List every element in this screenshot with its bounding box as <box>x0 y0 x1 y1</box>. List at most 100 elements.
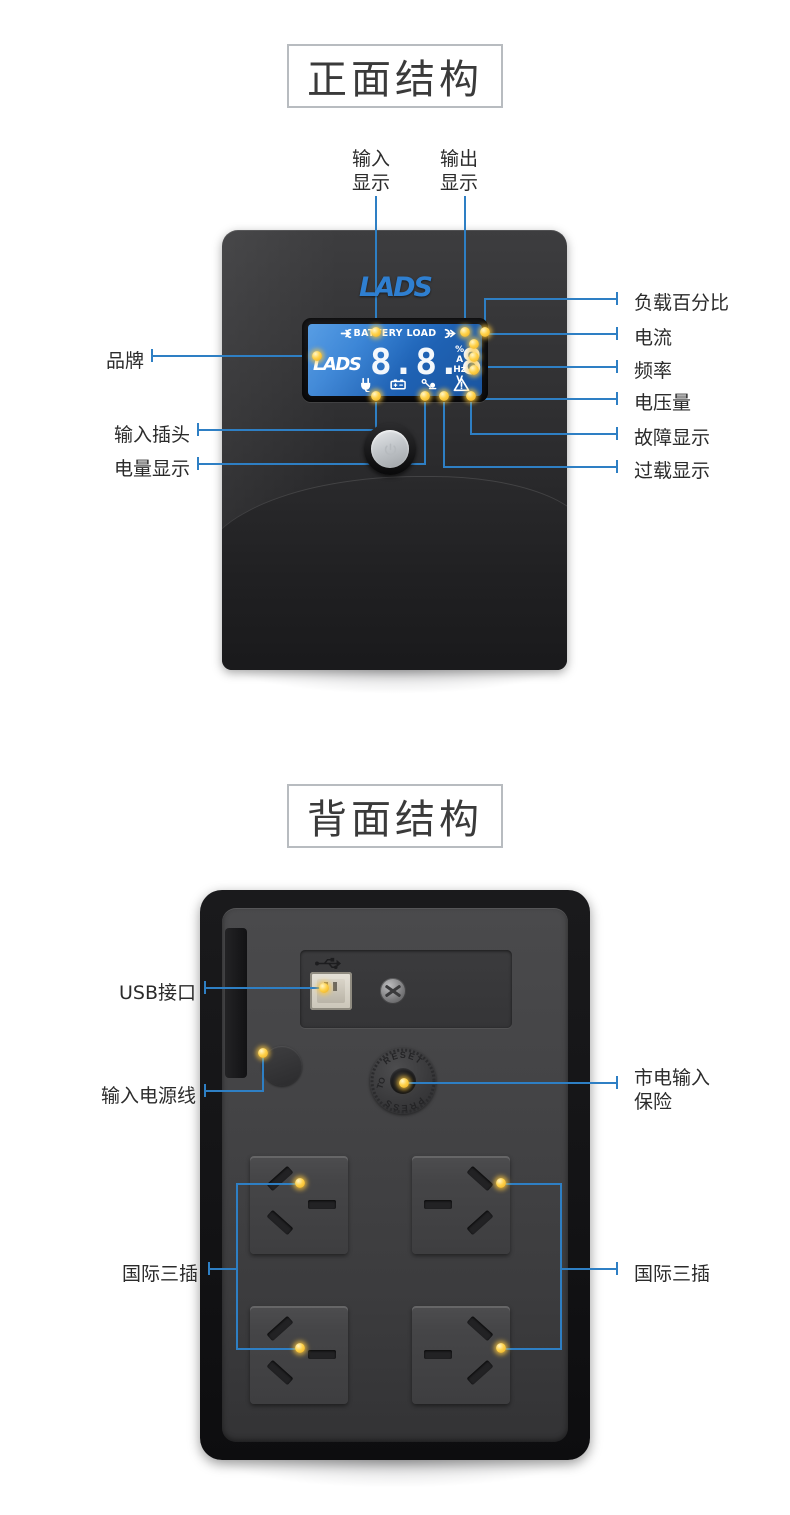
outlet-slot-live <box>266 1315 294 1342</box>
battery-icon <box>390 379 406 390</box>
power-button-cap <box>371 430 409 468</box>
leader-fault-display <box>470 433 618 435</box>
lcd-unit-percent: % <box>455 345 465 355</box>
callout-socket-right: 国际三插 <box>634 1263 711 1285</box>
outlet-bottom-left[interactable] <box>250 1306 348 1404</box>
dot-outlet-bottom-right <box>496 1343 506 1353</box>
leader-frequency <box>473 366 618 368</box>
dot-outlet-top-left <box>295 1178 305 1188</box>
front-section-title-text: 正面结构 <box>307 57 483 103</box>
leader-load-pct-drop <box>484 298 486 332</box>
leader-current <box>473 333 618 335</box>
outlet-slot-neutral <box>266 1209 294 1236</box>
callout-current: 电流 <box>634 327 673 349</box>
outlet-slot-live <box>266 1165 294 1192</box>
outlet-top-left[interactable] <box>250 1156 348 1254</box>
callout-overload-display: 过载显示 <box>634 460 711 482</box>
back-section-title: 背面结构 <box>287 784 503 848</box>
front-structure-section: 正面结构 LADS BATTERY LOAD LADS 8.8.8 % A Hz <box>0 0 790 760</box>
lcd-unit-hertz: Hz <box>453 365 466 376</box>
usb-type-b-port[interactable] <box>310 972 352 1010</box>
callout-brand: 品牌 <box>105 350 144 372</box>
dot-mains-input-fuse <box>399 1078 409 1088</box>
dot-input-display <box>371 327 381 337</box>
lcd-bezel: BATTERY LOAD LADS 8.8.8 % A Hz V <box>302 318 488 402</box>
overload-icon <box>421 378 437 390</box>
ups-front-body <box>222 230 567 670</box>
press-to-reset-ring-text: RESET PRESS TO <box>370 1048 436 1114</box>
reset-label-bottom: PRESS <box>382 1095 425 1113</box>
input-power-cord-grommet <box>262 1046 302 1086</box>
callout-input-power-cord: 输入电源线 <box>100 1085 196 1107</box>
back-section-title-text: 背面结构 <box>307 797 483 843</box>
dot-voltage <box>469 365 479 375</box>
reset-label-to: TO <box>374 1076 387 1091</box>
leader-input-plug-riser <box>375 395 377 431</box>
back-panel-face: RESET PRESS TO <box>222 908 568 1442</box>
outlet-bottom-right[interactable] <box>412 1306 510 1404</box>
callout-fault-display: 故障显示 <box>634 427 711 449</box>
leader-output-display <box>464 196 466 328</box>
warning-triangle-icon <box>453 377 470 392</box>
leader-socket-left-top <box>236 1183 300 1185</box>
callout-voltage: 电压量 <box>634 392 692 414</box>
dot-overload-display <box>439 391 449 401</box>
dot-input-plug <box>371 391 381 401</box>
leader-input-display <box>375 196 377 328</box>
dot-brand <box>312 351 322 361</box>
callout-load-percentage: 负载百分比 <box>634 292 730 314</box>
leader-overload-riser <box>443 398 445 468</box>
leader-socket-left-bottom <box>236 1348 300 1350</box>
dot-frequency <box>469 352 479 362</box>
dot-input-power-cord <box>258 1048 268 1058</box>
outlet-slot-earth <box>308 1200 336 1209</box>
front-body-swoop <box>222 476 567 670</box>
plug-icon <box>361 377 371 392</box>
back-structure-section: 背面结构 <box>0 760 790 1515</box>
leader-fault-riser <box>470 398 472 435</box>
front-section-title: 正面结构 <box>287 44 503 108</box>
arrow-out-icon <box>444 328 456 339</box>
leader-voltage <box>473 398 618 400</box>
callout-input-plug: 输入插头 <box>113 424 190 446</box>
dot-usb-port <box>319 983 329 993</box>
outlet-top-right[interactable] <box>412 1156 510 1254</box>
dot-fault-display <box>466 391 476 401</box>
leader-socket-right-spine <box>560 1183 562 1350</box>
leader-input-power-cord <box>204 1090 264 1092</box>
callout-usb-port: USB接口 <box>118 982 196 1004</box>
dot-outlet-top-right <box>496 1178 506 1188</box>
lcd-screen: BATTERY LOAD LADS 8.8.8 % A Hz V <box>308 324 482 396</box>
power-button[interactable] <box>364 423 416 475</box>
outlet-slot-live <box>466 1165 494 1192</box>
leader-input-plug <box>197 429 377 431</box>
lcd-header-text: BATTERY LOAD <box>353 328 437 339</box>
callout-input-display: 输入 显示 <box>352 148 391 194</box>
leader-socket-left <box>208 1268 238 1270</box>
leader-usb-port <box>204 987 324 989</box>
panel-screw <box>380 978 406 1004</box>
leader-socket-right <box>560 1268 618 1270</box>
outlet-slot-earth <box>308 1350 336 1359</box>
callout-socket-left: 国际三插 <box>121 1263 198 1285</box>
lcd-status-icon-row <box>358 377 470 392</box>
outlet-slot-neutral <box>466 1359 494 1386</box>
outlet-slot-neutral <box>466 1209 494 1236</box>
callout-mains-input-fuse: 市电输入 保险 <box>634 1067 711 1113</box>
dot-outlet-bottom-left <box>295 1343 305 1353</box>
ups-back-body: RESET PRESS TO <box>200 890 590 1460</box>
front-unit-shadow <box>235 668 555 694</box>
outlet-slot-neutral <box>266 1359 294 1386</box>
svg-text:PRESS: PRESS <box>382 1095 426 1113</box>
dot-current <box>469 339 479 349</box>
back-left-rail <box>225 928 247 1078</box>
leader-overload-display <box>443 466 618 468</box>
leader-brand <box>151 355 317 357</box>
leader-socket-left-spine <box>236 1183 238 1350</box>
dot-output-display <box>460 327 470 337</box>
power-icon <box>384 443 396 455</box>
arrow-in-icon <box>340 328 352 339</box>
outlet-slot-earth <box>424 1350 452 1359</box>
leader-load-percentage <box>484 298 618 300</box>
lcd-unit-ampere: A <box>456 355 464 366</box>
